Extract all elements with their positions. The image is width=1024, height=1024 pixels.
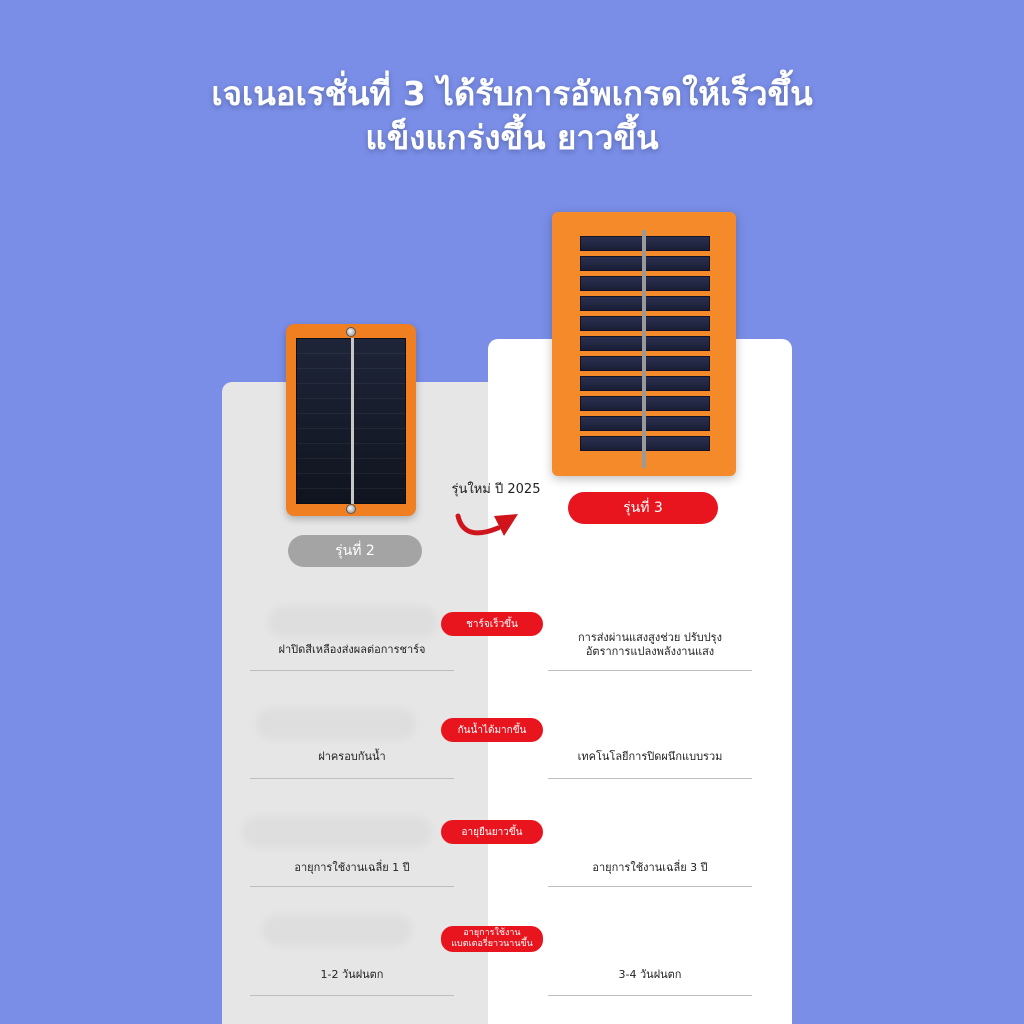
- divider: [548, 886, 752, 887]
- gen2-charging-text: ฝาปิดสีเหลืองส่งผลต่อการชาร์จ: [278, 643, 426, 656]
- ghost-shape: [268, 606, 438, 638]
- gen2-battery-text: 1-2 วันฝนตก: [320, 968, 384, 981]
- ghost-shape: [256, 708, 416, 740]
- screw-icon: [346, 504, 356, 514]
- divider: [250, 886, 454, 887]
- divider: [548, 995, 752, 996]
- gen2-solar-panel-image: [286, 324, 416, 516]
- gen2-waterproof-text: ฝาครอบกันน้ำ: [318, 750, 386, 763]
- ghost-shape: [262, 914, 412, 946]
- divider: [548, 670, 752, 671]
- feature-badge-text: อายุการใช้งาน: [463, 928, 521, 938]
- gen3-lifespan-text: อายุการใช้งานเฉลี่ย 3 ปี: [592, 861, 708, 874]
- divider: [250, 995, 454, 996]
- gen3-charging-line-2: อัตราการแปลงพลังงานแสง: [585, 645, 715, 658]
- gen3-label: รุ่นที่ 3: [568, 492, 718, 524]
- feature-badge-text: ชาร์จเร็วขึ้น: [466, 618, 518, 630]
- gen3-charging-text: การส่งผ่านแสงสูงช่วย ปรับปรุง อัตราการแป…: [548, 631, 752, 659]
- curved-arrow-icon: [455, 513, 518, 536]
- divider: [548, 778, 752, 779]
- feature-badge-text: กันน้ำได้มากขึ้น: [457, 724, 527, 736]
- new-model-label: รุ่นใหม่ ปี 2025: [451, 482, 541, 497]
- gen3-battery-text: 3-4 วันฝนตก: [618, 968, 682, 981]
- headline-line-2: แข็งแกร่งขึ้น ยาวขึ้น: [365, 118, 659, 157]
- feature-badge-battery: อายุการใช้งาน แบตเตอรี่ยาวนานขึ้น: [441, 926, 543, 952]
- gen2-label: รุ่นที่ 2: [288, 535, 422, 567]
- gen3-solar-panel-image: [552, 212, 736, 476]
- divider: [250, 670, 454, 671]
- feature-badge-text: แบตเตอรี่ยาวนานขึ้น: [451, 939, 533, 949]
- headline: เจเนอเรชั่นที่ 3 ได้รับการอัพเกรดให้เร็ว…: [0, 72, 1024, 160]
- busbar: [351, 338, 354, 504]
- screw-icon: [346, 327, 356, 337]
- divider: [250, 778, 454, 779]
- busbar: [642, 230, 646, 468]
- feature-badge-waterproof: กันน้ำได้มากขึ้น: [441, 718, 543, 742]
- headline-line-1: เจเนอเรชั่นที่ 3 ได้รับการอัพเกรดให้เร็ว…: [211, 74, 813, 113]
- gen3-waterproof-text: เทคโนโลยีการปิดผนึกแบบรวม: [577, 750, 723, 763]
- gen2-lifespan-text: อายุการใช้งานเฉลี่ย 1 ปี: [294, 861, 410, 874]
- feature-badge-charging: ชาร์จเร็วขึ้น: [441, 612, 543, 636]
- feature-badge-text: อายุยืนยาวขึ้น: [461, 826, 523, 838]
- gen3-charging-line-1: การส่งผ่านแสงสูงช่วย ปรับปรุง: [578, 631, 722, 644]
- ghost-shape: [242, 816, 432, 848]
- feature-badge-lifespan: อายุยืนยาวขึ้น: [441, 820, 543, 844]
